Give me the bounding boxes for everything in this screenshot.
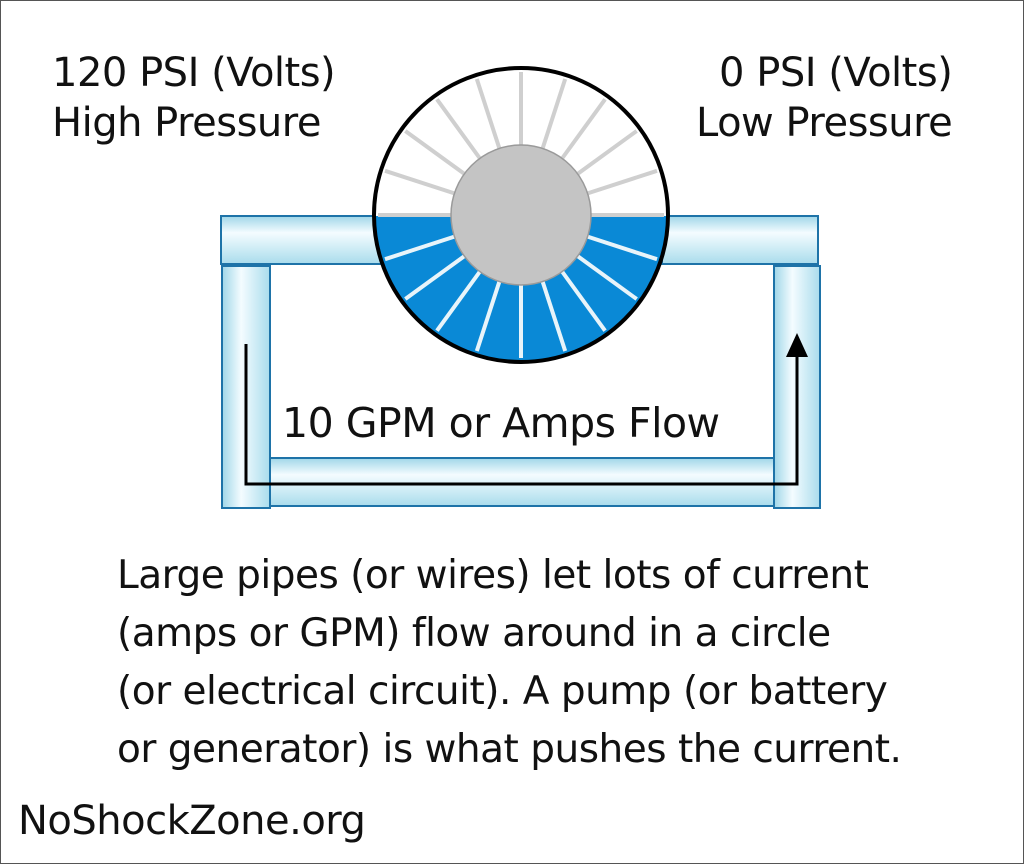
- wheel-spoke: [560, 270, 607, 332]
- wheel-spoke: [384, 168, 456, 196]
- wheel-spoke: [576, 254, 638, 301]
- wheel-spoke: [384, 234, 456, 262]
- wheel-spoke: [435, 270, 482, 332]
- wheel-spokes: [378, 72, 664, 358]
- pipe-bottom: [269, 457, 775, 507]
- flow-arrow-icon: [244, 333, 808, 486]
- high-pressure-value: 120 PSI (Volts): [52, 50, 336, 96]
- explanation-line: Large pipes (or wires) let lots of curre…: [117, 553, 869, 598]
- pump-hub: [450, 144, 592, 286]
- wheel-spoke: [404, 129, 466, 176]
- explanation-line: (amps or GPM) flow around in a circle: [117, 611, 831, 656]
- wheel-spoke: [474, 280, 502, 352]
- wheel-spoke: [404, 254, 466, 301]
- wheel-spoke: [435, 98, 482, 160]
- low-pressure-value: 0 PSI (Volts): [719, 50, 953, 96]
- low-pressure-caption: Low Pressure: [696, 100, 953, 146]
- wheel-spoke: [474, 78, 502, 150]
- wheel-spoke: [540, 78, 568, 150]
- water-pump-wheel-icon: [372, 66, 670, 364]
- wheel-spoke: [576, 129, 638, 176]
- explanation-line: or generator) is what pushes the current…: [117, 727, 902, 772]
- explanation-text: Large pipes (or wires) let lots of curre…: [117, 547, 902, 779]
- high-pressure-label: 120 PSI (Volts) High Pressure: [52, 48, 336, 148]
- wheel-spoke: [560, 98, 607, 160]
- pipe-top-left: [220, 215, 382, 265]
- pipe-top-right: [661, 215, 819, 265]
- pipe-loop: [220, 215, 821, 509]
- high-pressure-caption: High Pressure: [52, 100, 321, 146]
- wheel-spoke: [540, 280, 568, 352]
- wheel-spoke: [586, 234, 658, 262]
- flow-rate-label: 10 GPM or Amps Flow: [282, 399, 720, 447]
- explanation-line: (or electrical circuit). A pump (or batt…: [117, 669, 888, 714]
- low-pressure-label: 0 PSI (Volts) Low Pressure: [696, 48, 953, 148]
- site-name: NoShockZone.org: [18, 798, 366, 844]
- wheel-spoke: [586, 168, 658, 196]
